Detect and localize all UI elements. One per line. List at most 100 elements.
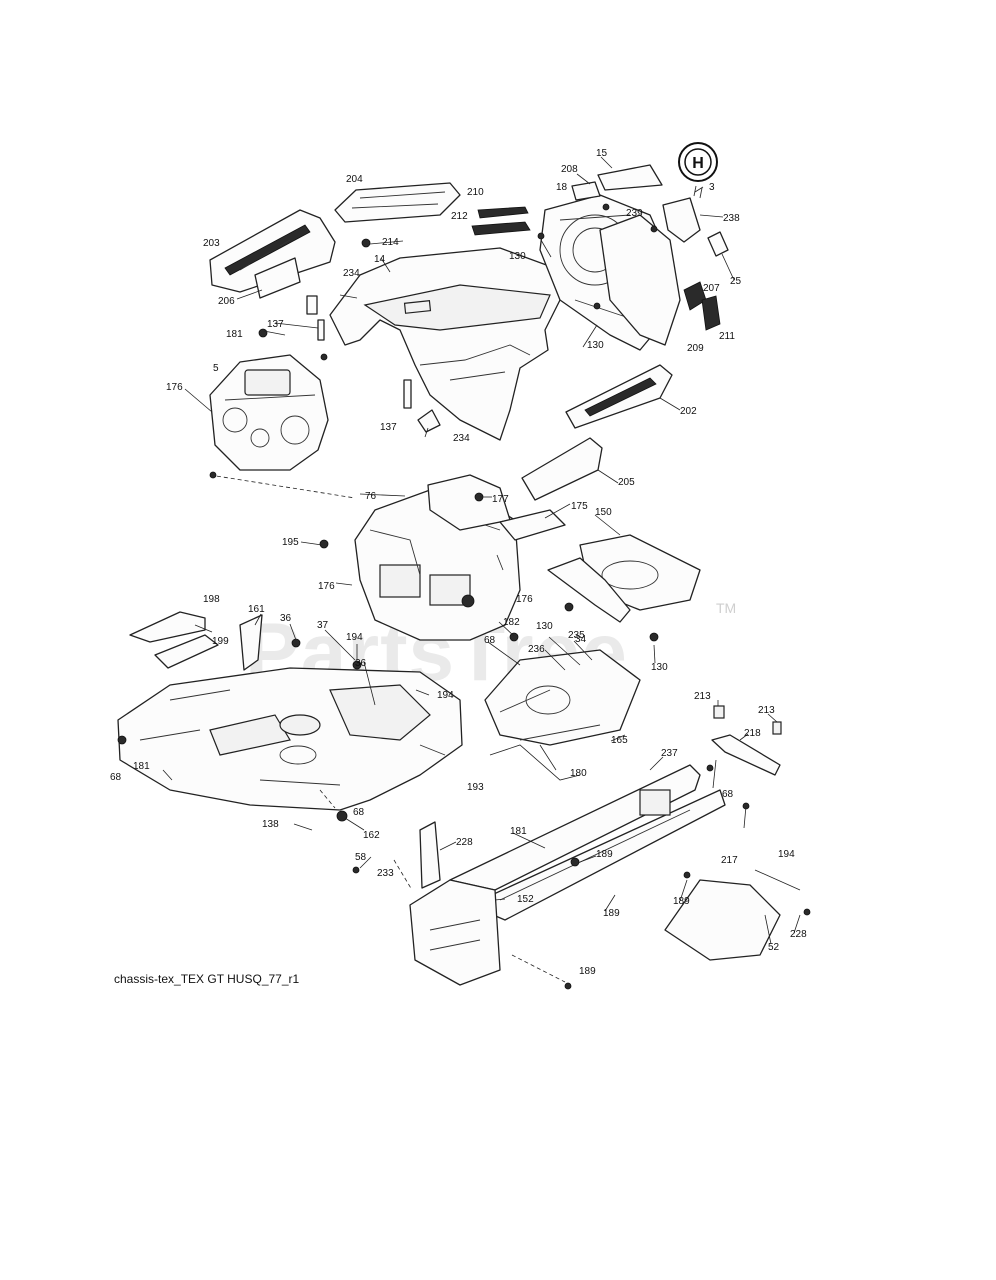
callout-218: 218: [744, 728, 761, 739]
callout-233-b: 189: [579, 966, 596, 977]
callout-228-b: 189: [603, 908, 620, 919]
lower-panel: [521, 437, 603, 501]
decal-210: [477, 206, 529, 219]
callout-206: 206: [218, 296, 235, 307]
callout-25: 25: [730, 276, 742, 287]
callout-177: 177: [492, 494, 509, 505]
callout-150: 150: [595, 507, 612, 518]
callout-194-a: 194: [346, 632, 363, 643]
part-25: [707, 231, 729, 257]
callout-161: 161: [248, 604, 265, 615]
callout-137-b: 137: [380, 422, 397, 433]
callout-58: 228: [456, 837, 473, 848]
decal-212: [471, 221, 531, 236]
callout-18: 18: [556, 182, 568, 193]
part-18: [571, 181, 601, 201]
callout-182: 182: [503, 617, 520, 628]
callout-205: 205: [618, 477, 635, 488]
footrest-body: [117, 667, 463, 811]
main-hood: [329, 247, 561, 441]
callout-162: 138: [262, 819, 279, 830]
callout-189-a: 233: [377, 868, 394, 879]
bracket-218: [711, 734, 781, 776]
main-frame: [409, 764, 726, 986]
part-199: [154, 634, 219, 669]
callout-176-b: 176: [318, 581, 335, 592]
part-137-b: [403, 379, 412, 409]
callout-214: 214: [382, 237, 399, 248]
callout-14: 14: [374, 254, 386, 265]
callout-233-a: 58: [355, 852, 367, 863]
callout-3: 3: [709, 182, 715, 193]
callout-130-d: 130: [651, 662, 668, 673]
callout-5: 5: [213, 363, 219, 374]
right-fender-panel: [599, 214, 681, 346]
callout-204: 204: [346, 174, 363, 185]
svg-text:H: H: [692, 155, 704, 172]
callout-138: 68: [353, 807, 365, 818]
bracket-58: [419, 821, 441, 889]
callout-198: 198: [203, 594, 220, 605]
callout-130-a: 130: [509, 251, 526, 262]
bolt-213-b: [772, 721, 782, 735]
callout-239: 239: [626, 208, 643, 219]
callout-68-d: 68: [722, 789, 734, 800]
hood-top-cover: [334, 182, 461, 223]
callout-194-b: 194: [437, 690, 454, 701]
part-234-b: [417, 409, 441, 433]
callout-202: 202: [680, 406, 697, 417]
callout-234-a: 234: [343, 268, 360, 279]
callout-237: 181: [133, 761, 150, 772]
callout-217: 194: [778, 849, 795, 860]
callout-195: 195: [282, 537, 299, 548]
callout-137-a: 137: [267, 319, 284, 330]
callout-181-b: 68: [110, 772, 122, 783]
callout-189-d: 52: [768, 942, 780, 953]
callout-175: 175: [571, 501, 588, 512]
part-15: [597, 164, 663, 191]
callout-194-c: 189: [596, 849, 613, 860]
guard-152: [664, 879, 781, 961]
callout-130-c: 130: [536, 621, 553, 632]
callout-labels: 15 208 18 3 238 239 210 212 204 214 203 …: [110, 148, 807, 977]
callout-189-b: 152: [517, 894, 534, 905]
part-234-a: [306, 295, 318, 315]
leader-dash-a: [209, 474, 356, 499]
callout-189-c: 189: [673, 896, 690, 907]
deck-mounting-plate: [484, 649, 641, 746]
dashboard-panel: [209, 354, 329, 471]
bracket-175: [499, 509, 566, 541]
decal-211: [701, 295, 721, 331]
seat-pan-wing: [547, 557, 631, 623]
callout-199: 199: [212, 636, 229, 647]
callout-36-b: 36: [355, 658, 367, 669]
callout-76: 76: [365, 491, 377, 502]
side-grille-left: [209, 209, 336, 293]
callout-208: 208: [561, 164, 578, 175]
callout-176-c: 176: [516, 594, 533, 605]
grille-bracket: [254, 257, 301, 299]
callout-52: 228: [790, 929, 807, 940]
callout-213-b: 213: [758, 705, 775, 716]
part-161: [239, 614, 263, 671]
rod-217: [754, 869, 801, 891]
callout-34: 34: [575, 634, 587, 645]
spring-137-a: [317, 319, 325, 341]
lower-grille: [565, 364, 673, 429]
brand-logo-icon: H: [678, 142, 718, 199]
callout-234-b: 234: [453, 433, 470, 444]
callout-130-b: 130: [587, 340, 604, 351]
callout-152: 217: [721, 855, 738, 866]
callout-68-c: 165: [611, 735, 628, 746]
leader-lines: [162, 156, 801, 983]
callout-210: 210: [467, 187, 484, 198]
callout-212: 212: [451, 211, 468, 222]
callout-36-a: 36: [280, 613, 292, 624]
watermark-trademark: TM: [716, 600, 736, 616]
part-198: [129, 611, 206, 643]
callout-68-a: 68: [484, 635, 496, 646]
diagram-caption: chassis-tex_TEX GT HUSQ_77_r1: [114, 972, 300, 986]
callout-213-a: 213: [694, 691, 711, 702]
part-238: [662, 197, 701, 243]
